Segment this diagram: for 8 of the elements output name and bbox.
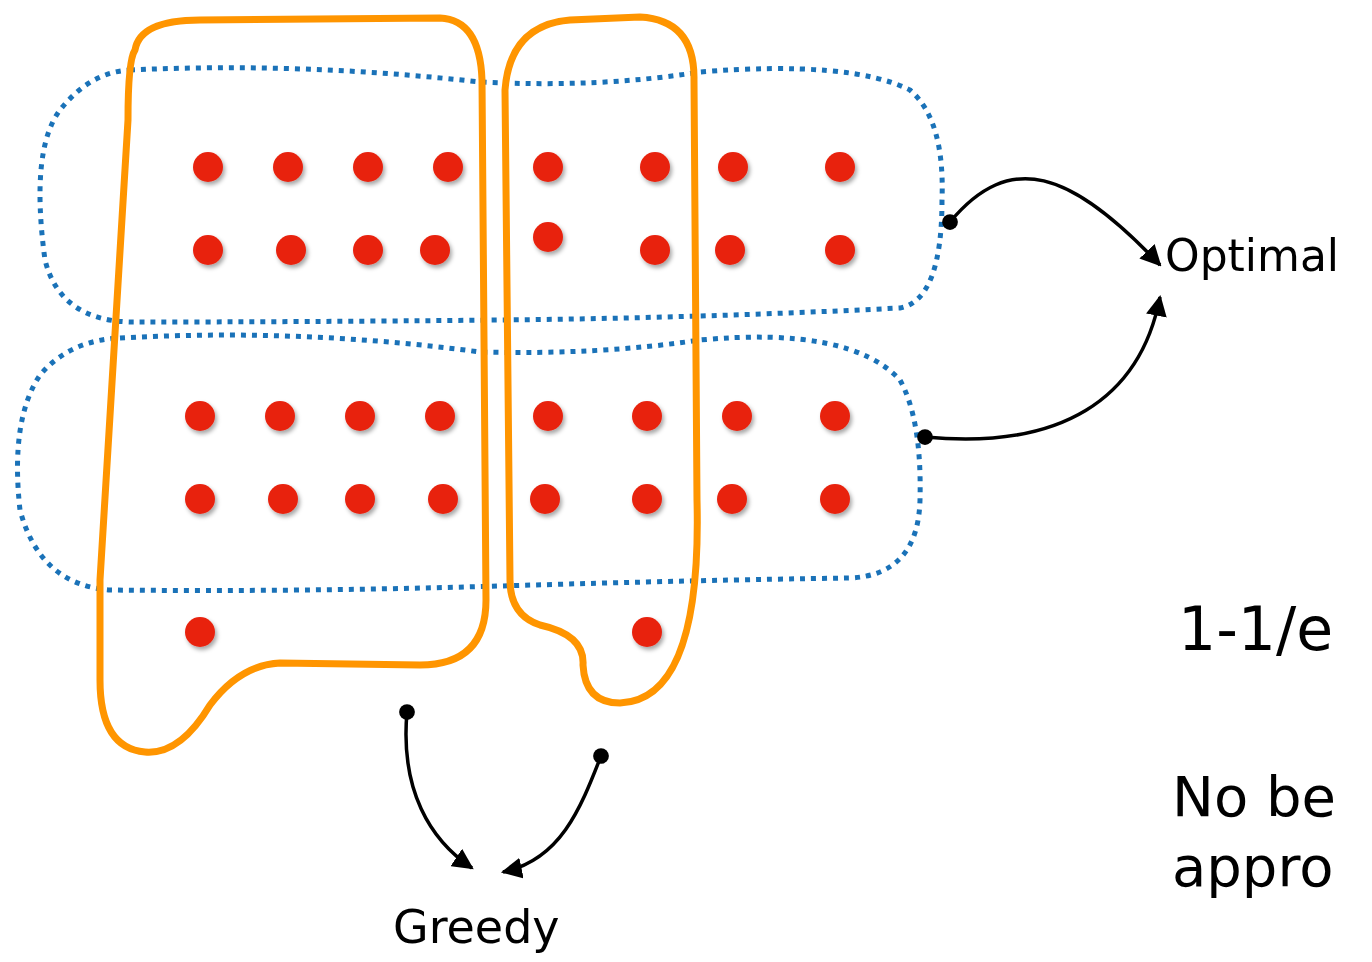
arrow — [501, 748, 609, 878]
node-label: Optimal — [1165, 232, 1341, 281]
arrow — [917, 294, 1166, 445]
note-text: No be appro — [1172, 763, 1337, 901]
note-text: 1-1/e — [1178, 593, 1335, 666]
node-label: Greedy — [393, 902, 561, 953]
arrow — [399, 704, 474, 870]
arrow — [942, 177, 1162, 267]
